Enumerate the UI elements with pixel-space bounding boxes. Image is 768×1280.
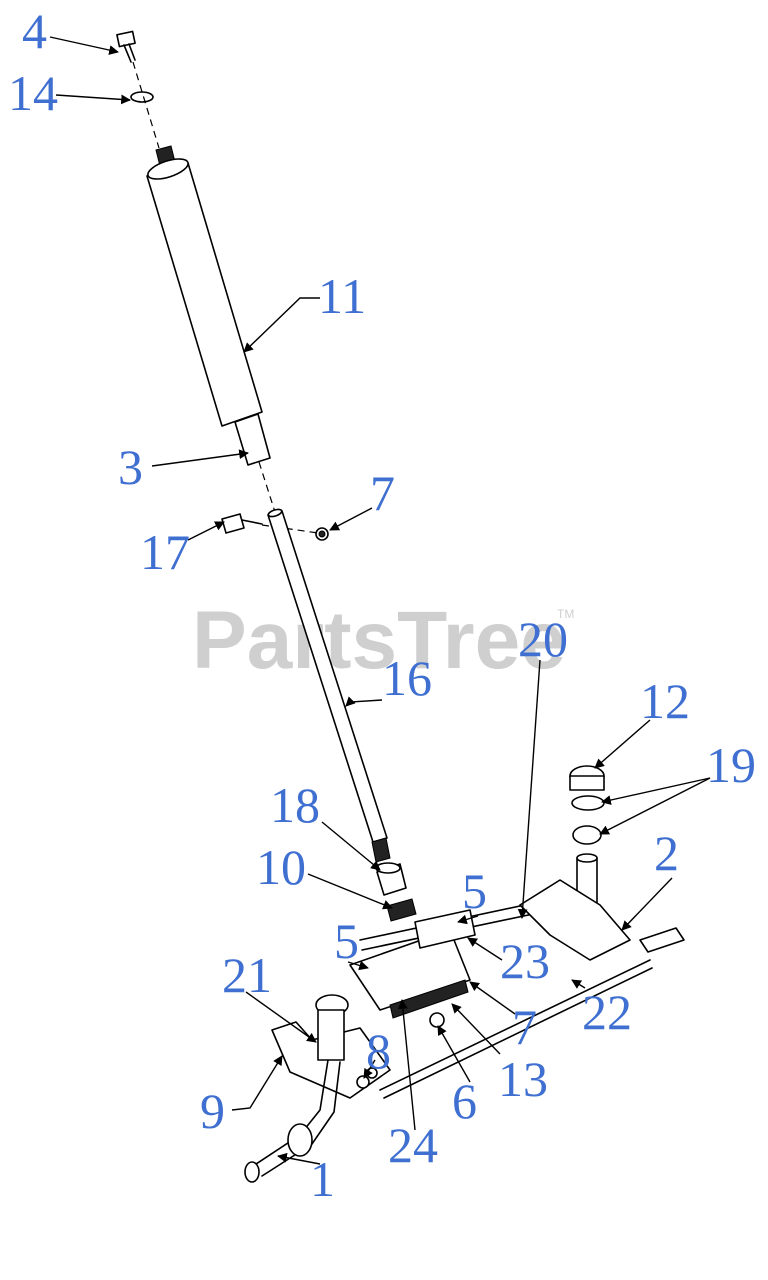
callout-14: 14: [8, 65, 58, 121]
watermark-trademark: TM: [557, 607, 574, 621]
callout-4: 4: [22, 3, 47, 59]
part-bolt-4: [116, 30, 136, 63]
callout-6: 6: [452, 1073, 477, 1129]
callout-5-left: 5: [334, 913, 359, 969]
callout-7-top: 7: [370, 465, 395, 521]
callout-22: 22: [582, 984, 632, 1040]
callout-21: 21: [222, 947, 272, 1003]
callout-7-bottom: 7: [512, 999, 537, 1055]
callout-10: 10: [256, 839, 306, 895]
part-steering-shaft-16: [267, 508, 391, 863]
part-washer-14: [130, 91, 154, 103]
callout-18: 18: [270, 777, 320, 833]
callout-11: 11: [318, 268, 366, 324]
callout-5-right: 5: [462, 863, 487, 919]
part-bushing-18: [375, 862, 407, 896]
axis-line-bolt: [261, 524, 319, 534]
callout-13: 13: [498, 1051, 548, 1107]
callout-8: 8: [366, 1023, 391, 1079]
callout-17: 17: [140, 524, 190, 580]
callout-9: 9: [200, 1083, 225, 1139]
axis-line-middle: [258, 461, 276, 513]
part-nut-7-top: [315, 527, 329, 541]
axis-line-top: [132, 61, 160, 149]
leader-lines: [49, 36, 711, 1165]
watermark: PartsTree TM: [192, 595, 574, 686]
callout-1: 1: [310, 1151, 335, 1207]
callout-23: 23: [500, 933, 550, 989]
callout-19: 19: [706, 737, 756, 793]
callout-labels: 4 14 11 3 7 17 20 16 12 19 18 10 2 5 5 2…: [8, 3, 756, 1207]
callout-20: 20: [518, 611, 568, 667]
watermark-text: PartsTree: [192, 595, 566, 686]
callout-12: 12: [640, 673, 690, 729]
callout-16: 16: [382, 650, 432, 706]
part-bolt-17: [221, 513, 263, 534]
callout-3: 3: [118, 439, 143, 495]
part-gear-10: [386, 898, 417, 922]
callout-2: 2: [654, 825, 679, 881]
callout-24: 24: [388, 1117, 438, 1173]
part-steering-shaft-tube-11: [146, 145, 271, 466]
